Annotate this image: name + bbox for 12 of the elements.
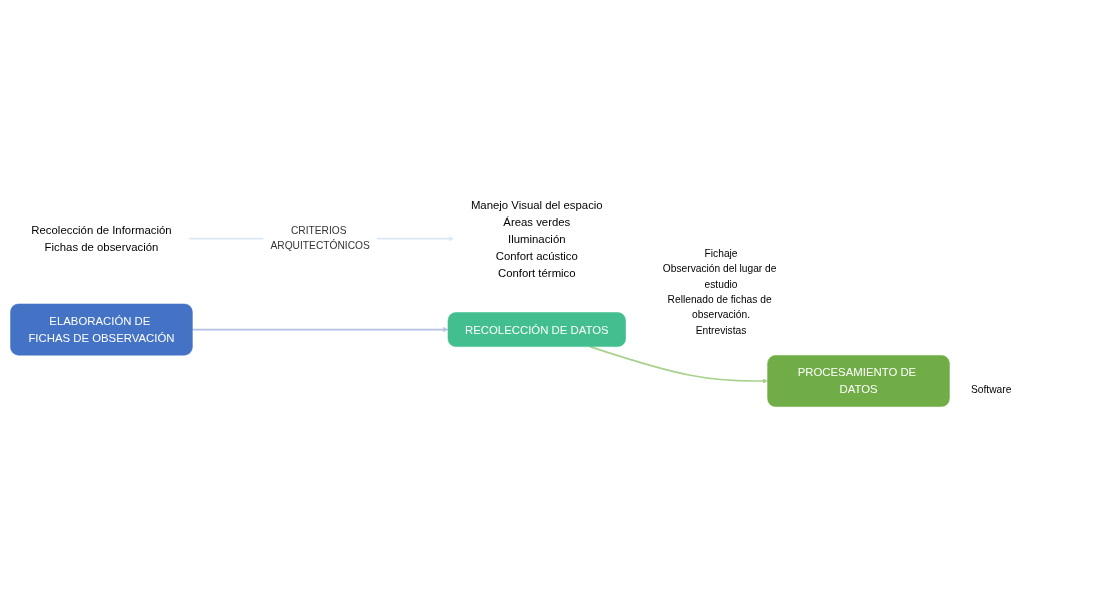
node-label: Entrevistas: [695, 324, 747, 337]
node-label: Fichaje: [704, 248, 738, 260]
node-label: Software: [971, 384, 1012, 397]
node-box: RECOLECCIÓN DE DATOS: [447, 312, 626, 348]
node-text: Manejo Visual del espacio Áreas verdes Iluminación Confort acústico Confort térmico: [470, 198, 603, 280]
node-label: Rellenado de fichas de observación.: [667, 294, 772, 321]
node-box: ELABORACIÓN DE FICHAS DE OBSERVACIÓN: [10, 304, 193, 356]
node-text: Recolección de Información Fichas de observación: [31, 224, 172, 254]
node-box: PROCESAMIENTO DE DATOS: [767, 355, 950, 408]
node-label: Observación del lugar de estudio: [662, 263, 777, 291]
edge-label: CRITERIOS ARQUITECTÓNICOS: [270, 225, 370, 253]
arrow: [191, 327, 449, 333]
